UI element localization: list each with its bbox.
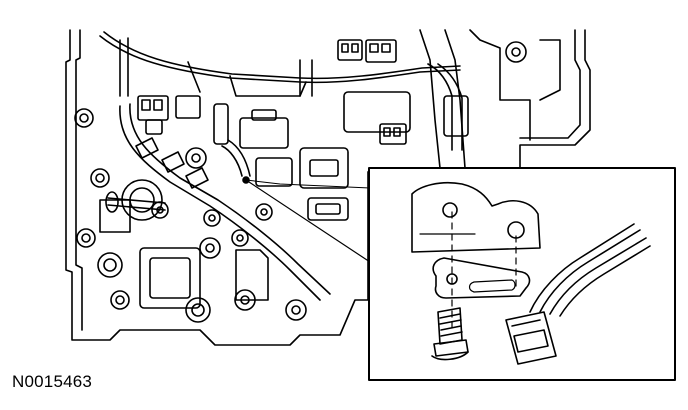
housing-bolt-group [74,41,527,323]
bolt-icon [431,307,469,361]
valve-body-drawing [65,29,591,346]
figure-id-label: N0015463 [12,372,93,391]
retaining-bracket [432,257,531,299]
wire-harness-ribbon [119,105,321,301]
solenoid-body-2 [299,147,349,189]
inset-frame [368,167,676,381]
solenoid-body-4 [255,157,293,187]
connector-icon [505,223,651,365]
solenoid-body-1 [239,117,289,149]
backing-plate [411,181,541,253]
upper-connector-2 [365,39,397,63]
upper-connector-1 [337,39,363,61]
wire-harness-upper [99,35,461,84]
solenoid-body-3 [343,91,411,133]
leader-line [245,179,371,263]
housing-outline [65,29,591,346]
bracket-detail-inset [368,167,676,381]
